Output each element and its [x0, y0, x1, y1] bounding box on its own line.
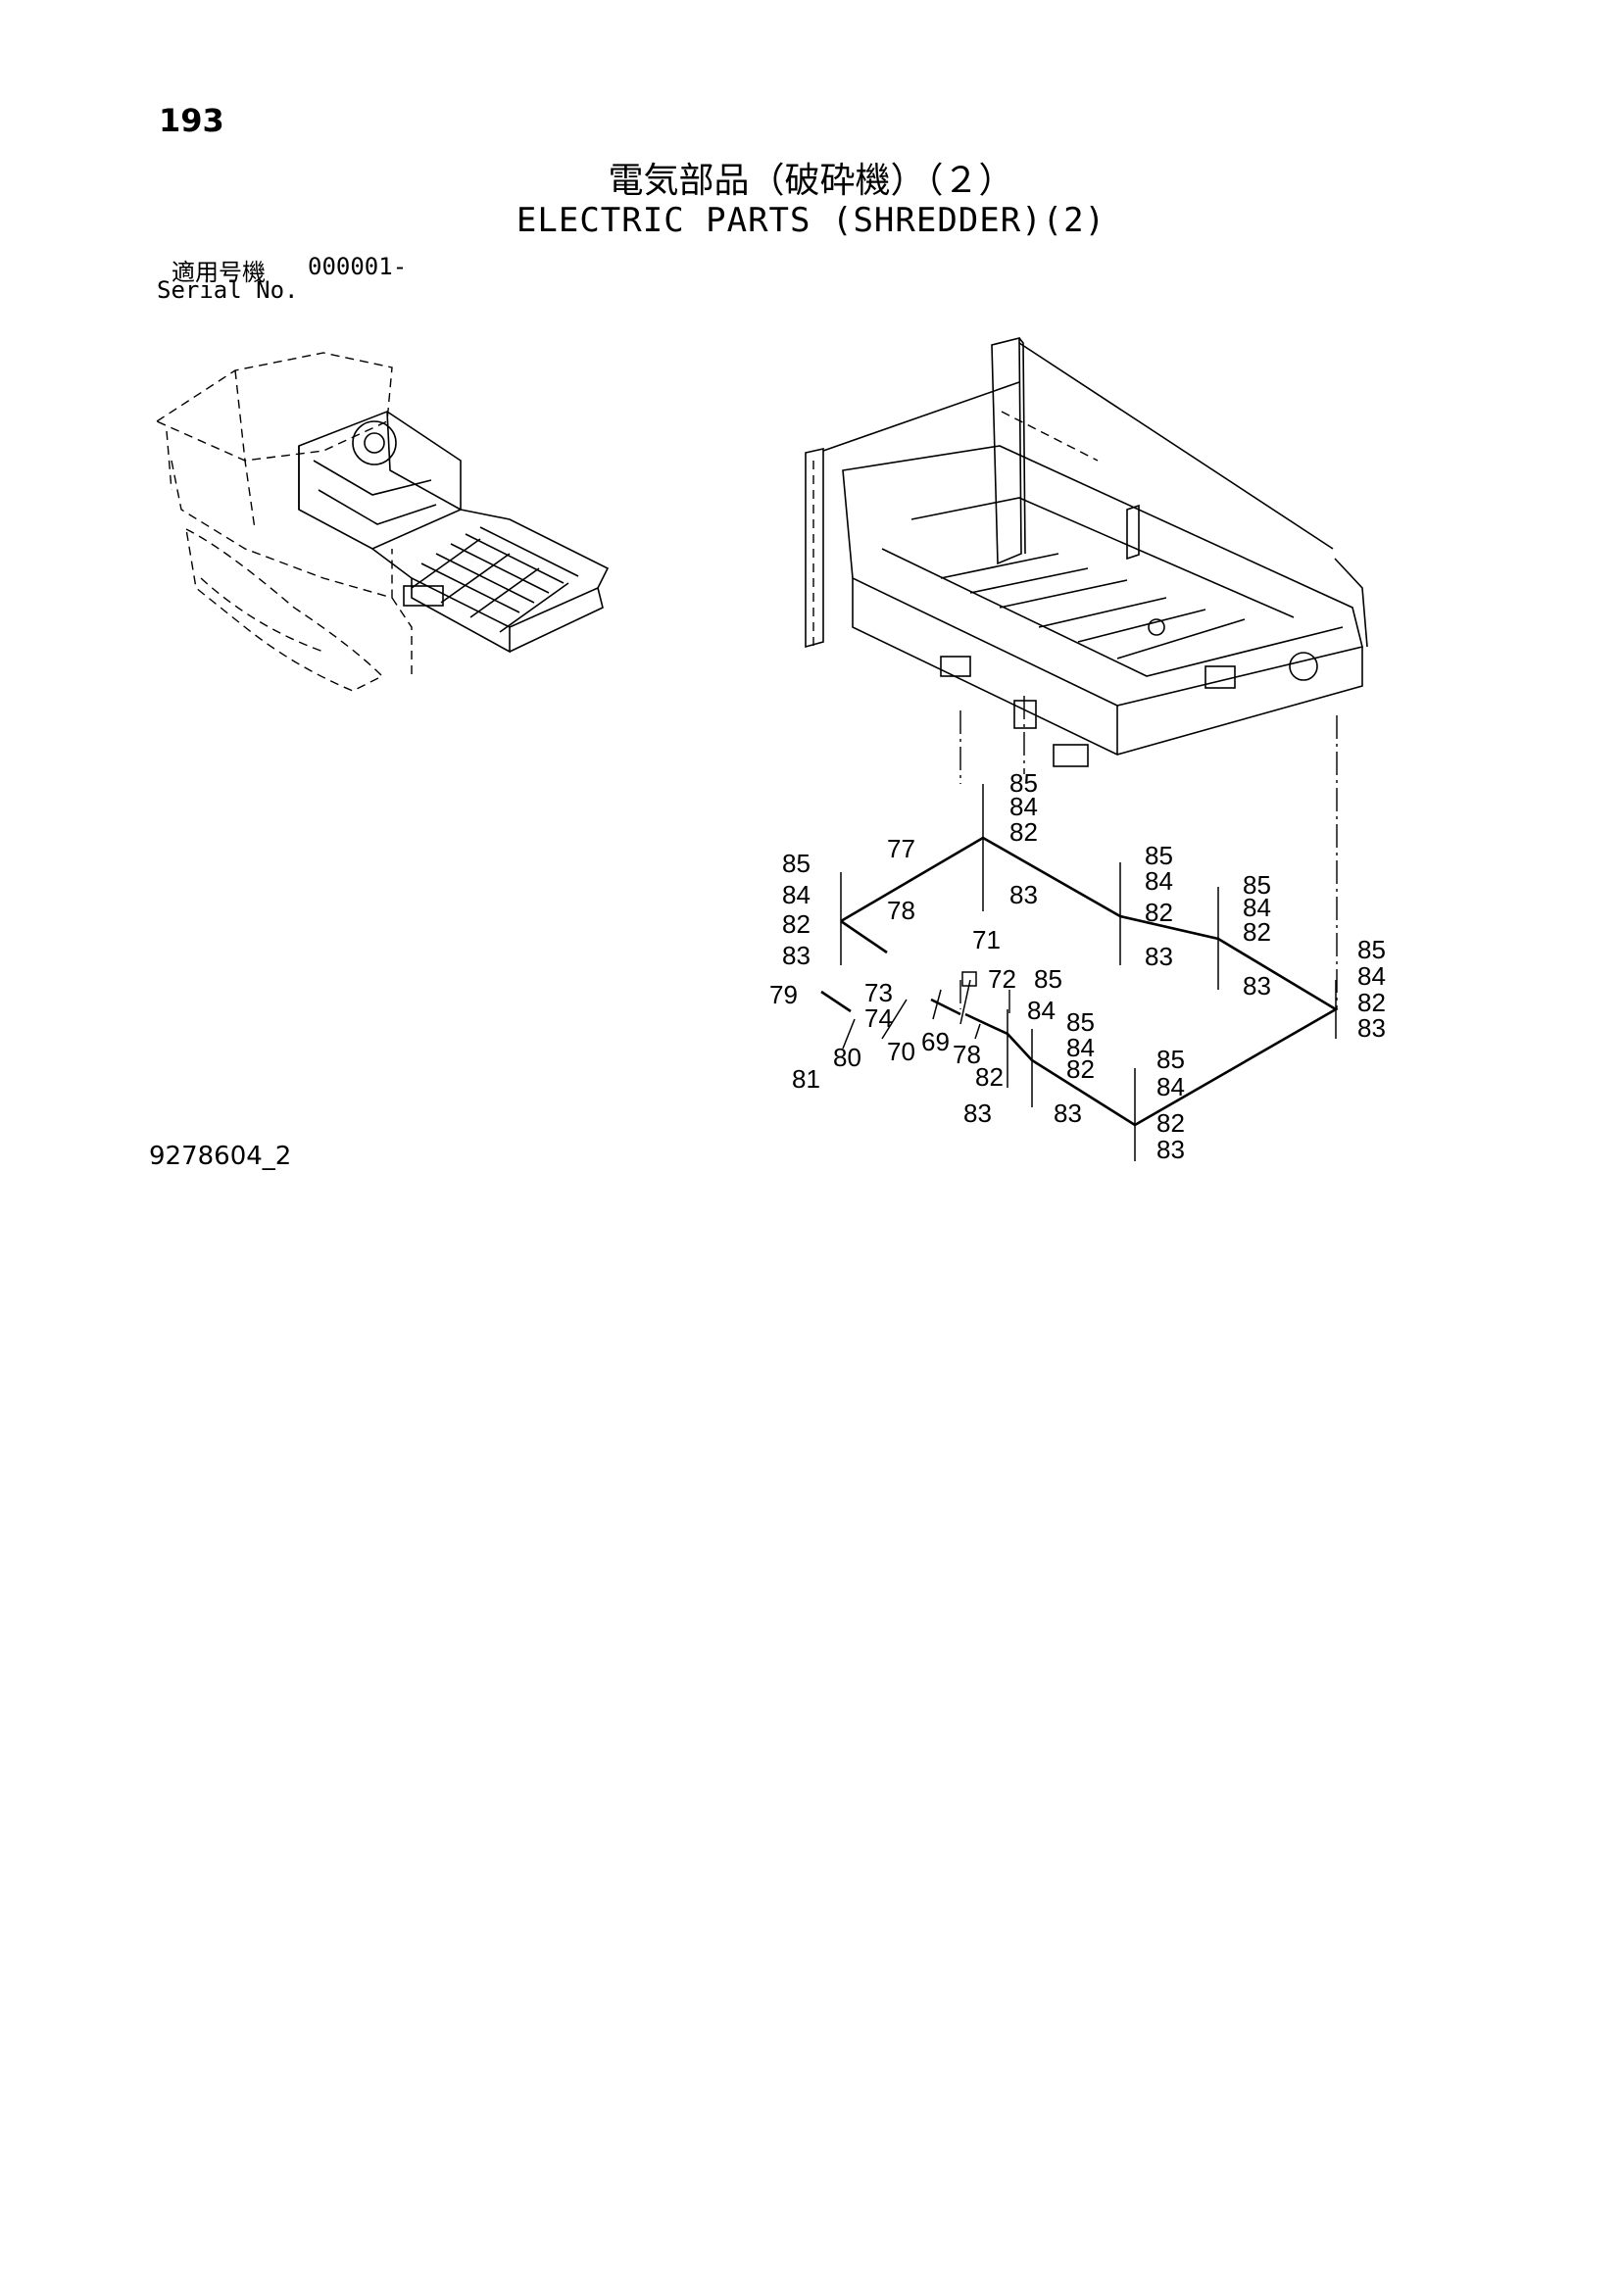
callout-69: 69	[921, 1027, 950, 1056]
callout-82-h: 82	[975, 1062, 1004, 1092]
callout-85-f: 85	[1034, 964, 1062, 994]
page-title-english: ELECTRIC PARTS (SHREDDER)(2)	[516, 201, 1106, 240]
callout-84-a: 84	[1009, 792, 1038, 821]
callout-84-h: 84	[1156, 1072, 1185, 1101]
serial-number-range: 000001-	[308, 253, 408, 280]
serial-label-english: Serial No.	[157, 276, 299, 304]
callout-73: 73	[864, 978, 893, 1007]
machine-outline-dashed	[155, 352, 413, 692]
callout-85-b: 85	[782, 849, 811, 878]
callout-84-b: 84	[782, 880, 811, 909]
callout-labels: 85 84 82 83 77 85 84 82 83 78 85 84 82 8…	[769, 768, 1386, 1164]
callout-71: 71	[972, 925, 1001, 954]
callout-77: 77	[887, 834, 915, 863]
callout-85-c: 85	[1145, 841, 1173, 870]
callout-85-g: 85	[1066, 1007, 1095, 1037]
callout-83-b: 83	[782, 941, 811, 970]
figure-id: 9278604_2	[149, 1142, 292, 1171]
callout-82-e: 82	[1357, 988, 1386, 1017]
main-frame-drawing	[805, 336, 1368, 767]
callout-83-a: 83	[1009, 880, 1038, 909]
callout-84-f: 84	[1027, 996, 1056, 1025]
frame-dashed-hidden-lines	[812, 411, 1099, 647]
serial-label-japanese: 適用号機	[172, 259, 266, 286]
callout-70: 70	[887, 1037, 915, 1066]
page-number: 193	[159, 102, 224, 139]
callout-82-i: 82	[1156, 1108, 1185, 1138]
callout-84-c: 84	[1145, 866, 1173, 896]
callout-85-e: 85	[1357, 935, 1386, 964]
callout-72: 72	[988, 964, 1016, 994]
callout-78-a: 78	[887, 896, 915, 925]
callout-83-g: 83	[1054, 1099, 1082, 1128]
callout-83-h: 83	[1156, 1135, 1185, 1164]
projection-chain-lines	[959, 696, 1338, 1014]
page-title-japanese: 電気部品（破砕機）（２）	[608, 161, 1014, 201]
callout-83-d: 83	[1243, 971, 1271, 1001]
callout-83-f: 83	[963, 1099, 992, 1128]
callout-83-c: 83	[1145, 942, 1173, 971]
leader-lines	[840, 784, 1337, 1161]
callout-84-d: 84	[1243, 893, 1271, 922]
callout-81: 81	[792, 1064, 820, 1094]
callout-82-a: 82	[1009, 817, 1038, 847]
callout-82-b: 82	[782, 909, 811, 939]
callout-78-b: 78	[953, 1040, 981, 1069]
callout-74: 74	[864, 1003, 893, 1033]
callout-79: 79	[769, 980, 798, 1009]
callout-84-e: 84	[1357, 961, 1386, 991]
callout-82-c: 82	[1145, 898, 1173, 927]
callout-82-d: 82	[1243, 917, 1271, 947]
callout-80: 80	[833, 1043, 861, 1072]
callout-85-a: 85	[1009, 768, 1038, 798]
callout-85-d: 85	[1243, 870, 1271, 900]
callout-83-e: 83	[1357, 1013, 1386, 1043]
callout-84-g: 84	[1066, 1033, 1095, 1062]
callout-82-g: 82	[1066, 1054, 1095, 1084]
shredder-frame-solid	[298, 411, 610, 654]
callout-85-h: 85	[1156, 1045, 1185, 1074]
